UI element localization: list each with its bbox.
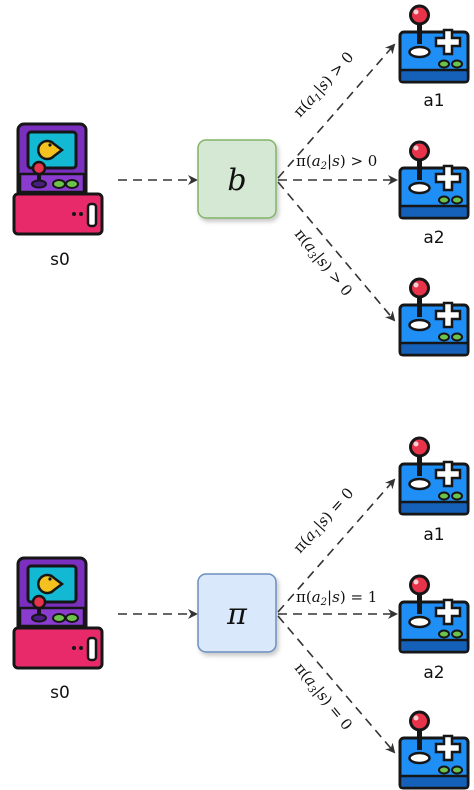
bottom-action-a3-controller-icon <box>398 710 470 790</box>
bottom-action-a1-controller-icon <box>398 436 470 516</box>
top-edge-b-to-a3 <box>277 181 396 322</box>
bottom-action-a2-label: a2 <box>423 663 444 683</box>
bottom-action-a2-controller-icon <box>398 574 470 654</box>
bottom-edge-label-a1: π(a1|s) = 0 <box>290 484 359 558</box>
top-b-node-symbol: b <box>227 163 246 198</box>
top-action-a3-controller-icon <box>398 277 470 357</box>
bottom-pi-node <box>197 573 277 653</box>
top-state-arcade-icon <box>12 122 104 236</box>
bottom-state-arcade-icon <box>12 556 104 670</box>
bottom-edge-pi-to-a3 <box>277 615 396 754</box>
bottom-diagram: s0 π π(a1|s) = 0 π(a2|s) = 1 π(a3|s) = 0… <box>12 436 470 790</box>
top-action-a2-controller-icon <box>398 140 470 220</box>
top-edge-label-a2: π(a2|s) > 0 <box>296 152 377 172</box>
bottom-state-label: s0 <box>50 683 70 703</box>
top-action-a2-label: a2 <box>423 228 444 248</box>
top-diagram: s0 b π(a1|s) > 0 π(a2|s) > 0 π(a3|s) > 0… <box>12 4 470 357</box>
top-b-node <box>197 139 277 219</box>
bottom-pi-node-symbol: π <box>226 597 248 632</box>
top-action-a1-label: a1 <box>423 91 444 111</box>
bottom-edge-label-a2: π(a2|s) = 1 <box>296 588 377 608</box>
bottom-edge-label-a3: π(a3|s) = 0 <box>289 659 356 735</box>
top-action-a1-controller-icon <box>398 4 470 84</box>
top-edge-label-a1: π(a1|s) > 0 <box>290 48 359 122</box>
bottom-action-a1-label: a1 <box>423 525 444 545</box>
top-state-label: s0 <box>50 250 70 270</box>
